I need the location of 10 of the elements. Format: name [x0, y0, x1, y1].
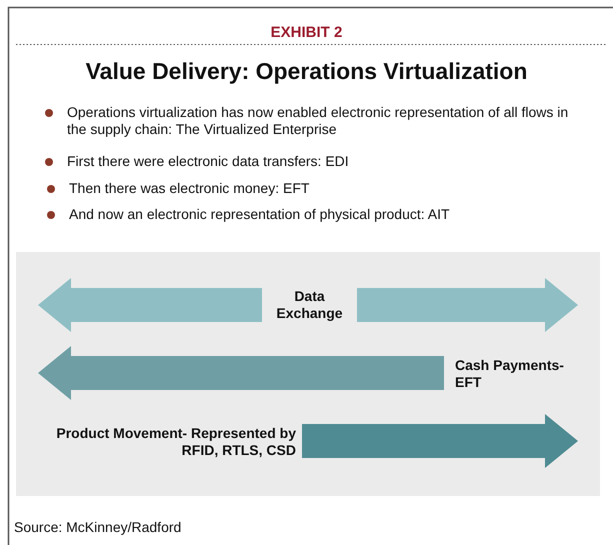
bullet-text: First there were electronic data transfers: EDI [67, 153, 350, 170]
source-note: Source: McKinney/Radford [14, 519, 182, 536]
title: Value Delivery: Operations Virtualization [84, 58, 528, 85]
exhibit-label: EXHIBIT 2 [270, 24, 344, 42]
flow-label: Product Movement- Represented by RFID, RTLS, CSD [55, 425, 296, 459]
bullet-text: Operations virtualization has now enabled electronic representation of all flows in the supply chain: The Virtualized Enterprise [67, 104, 570, 138]
flow-label: Data Exchange [275, 288, 344, 322]
bullet-text: And now an electronic representation of physical product: AIT [69, 206, 451, 223]
flow-label: Cash Payments- EFT [455, 357, 565, 391]
bullet-text: Then there was electronic money: EFT [69, 180, 310, 197]
